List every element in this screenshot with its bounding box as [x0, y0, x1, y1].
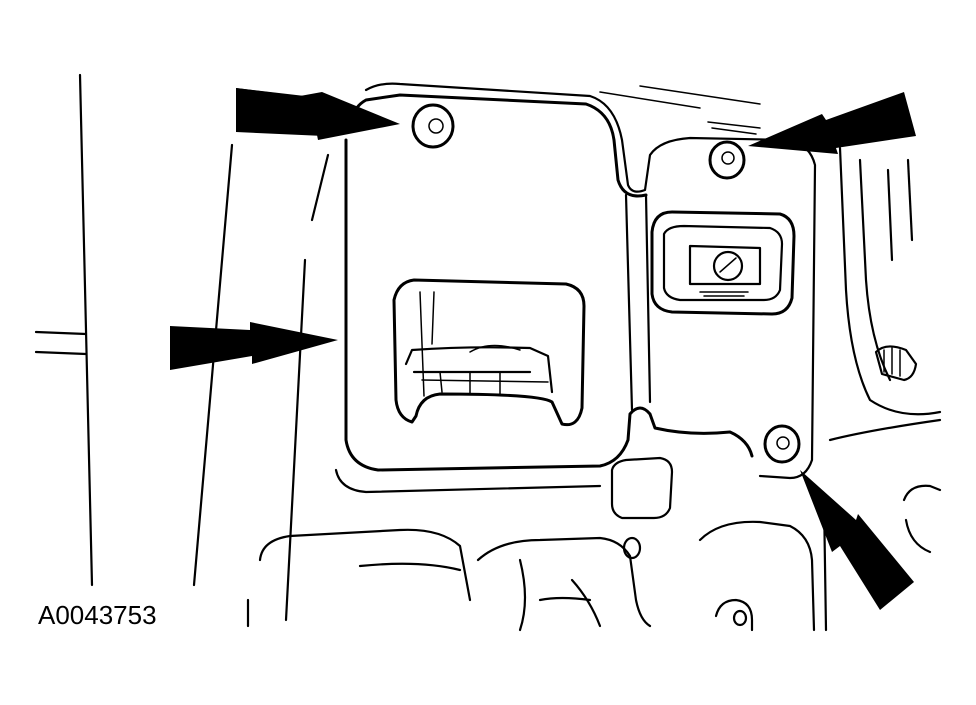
top-left-fastener [411, 103, 455, 149]
top-right-fastener [708, 140, 746, 180]
right-body [822, 146, 942, 632]
arrow-left-edge [170, 322, 338, 370]
door-latch [650, 210, 796, 316]
lower-right-fastener [763, 424, 801, 464]
lower-body [246, 456, 816, 632]
arrow-top-left [236, 88, 400, 140]
figure-id-label: A0043753 [38, 600, 157, 630]
arrow-top-right [748, 92, 916, 154]
arrow-lower-right [800, 470, 914, 610]
panel-opening [392, 278, 586, 427]
background-lines [34, 73, 761, 622]
